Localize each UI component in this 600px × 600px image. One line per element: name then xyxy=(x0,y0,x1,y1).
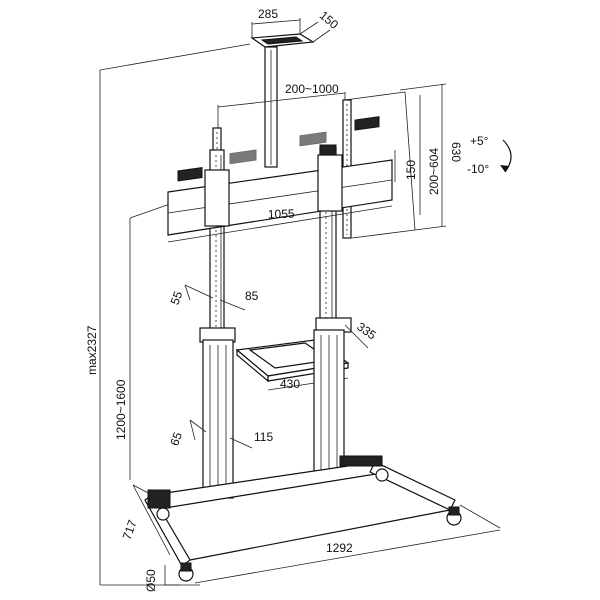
svg-text:200~604: 200~604 xyxy=(427,148,441,195)
svg-text:430: 430 xyxy=(280,377,300,391)
svg-text:+5°: +5° xyxy=(470,134,489,148)
top-extension-post xyxy=(264,46,278,168)
mount-height-dimension: 1200~1600 xyxy=(114,189,211,480)
svg-text:65: 65 xyxy=(167,430,185,448)
top-camera-plate xyxy=(250,18,331,48)
casters xyxy=(156,468,462,582)
svg-text:max2327: max2327 xyxy=(85,325,99,375)
svg-text:85: 85 xyxy=(245,289,259,303)
max-screen-height-label: 630 xyxy=(449,142,463,162)
svg-text:1055: 1055 xyxy=(268,206,295,221)
svg-text:335: 335 xyxy=(354,320,379,343)
svg-text:285: 285 xyxy=(258,7,278,21)
top-plate-width-label: 285 xyxy=(258,7,278,21)
bracket-width-dimension: 1055 xyxy=(167,205,393,243)
svg-text:150: 150 xyxy=(404,160,418,180)
vesa-horizontal-dimension: 200~1000 xyxy=(217,82,346,130)
screen-outline xyxy=(344,83,447,239)
horizontal-bracket xyxy=(167,116,393,236)
top-plate-depth-label: 150 xyxy=(317,8,342,32)
svg-text:630: 630 xyxy=(449,142,463,162)
max-height-dimension: max2327 xyxy=(85,43,251,586)
svg-text:200~1000: 200~1000 xyxy=(285,82,339,96)
svg-text:55: 55 xyxy=(168,289,186,307)
base-depth-dimension: 717 xyxy=(120,484,171,556)
svg-text:-10°: -10° xyxy=(467,162,489,176)
vesa-vertical-label: 200~604 xyxy=(427,148,441,195)
base-width-dimension: 1292 xyxy=(194,504,501,584)
svg-text:115: 115 xyxy=(254,430,273,444)
left-lower-column xyxy=(202,339,234,499)
svg-text:150: 150 xyxy=(317,8,342,32)
svg-text:717: 717 xyxy=(120,518,140,542)
base-frame xyxy=(144,455,456,567)
lower-column-dimensions: 65 115 xyxy=(167,419,273,449)
svg-text:1200~1600: 1200~1600 xyxy=(114,379,128,440)
tilt-indicator: +5° -10° xyxy=(467,134,512,176)
caster-diameter-dimension: Ø50 xyxy=(144,565,200,592)
svg-text:Ø50: Ø50 xyxy=(144,569,158,592)
svg-text:1292: 1292 xyxy=(326,541,353,555)
plate-height-label: 150 xyxy=(394,150,418,182)
upper-column-dimensions: 55 85 xyxy=(168,284,259,311)
right-lower-column xyxy=(313,329,345,477)
